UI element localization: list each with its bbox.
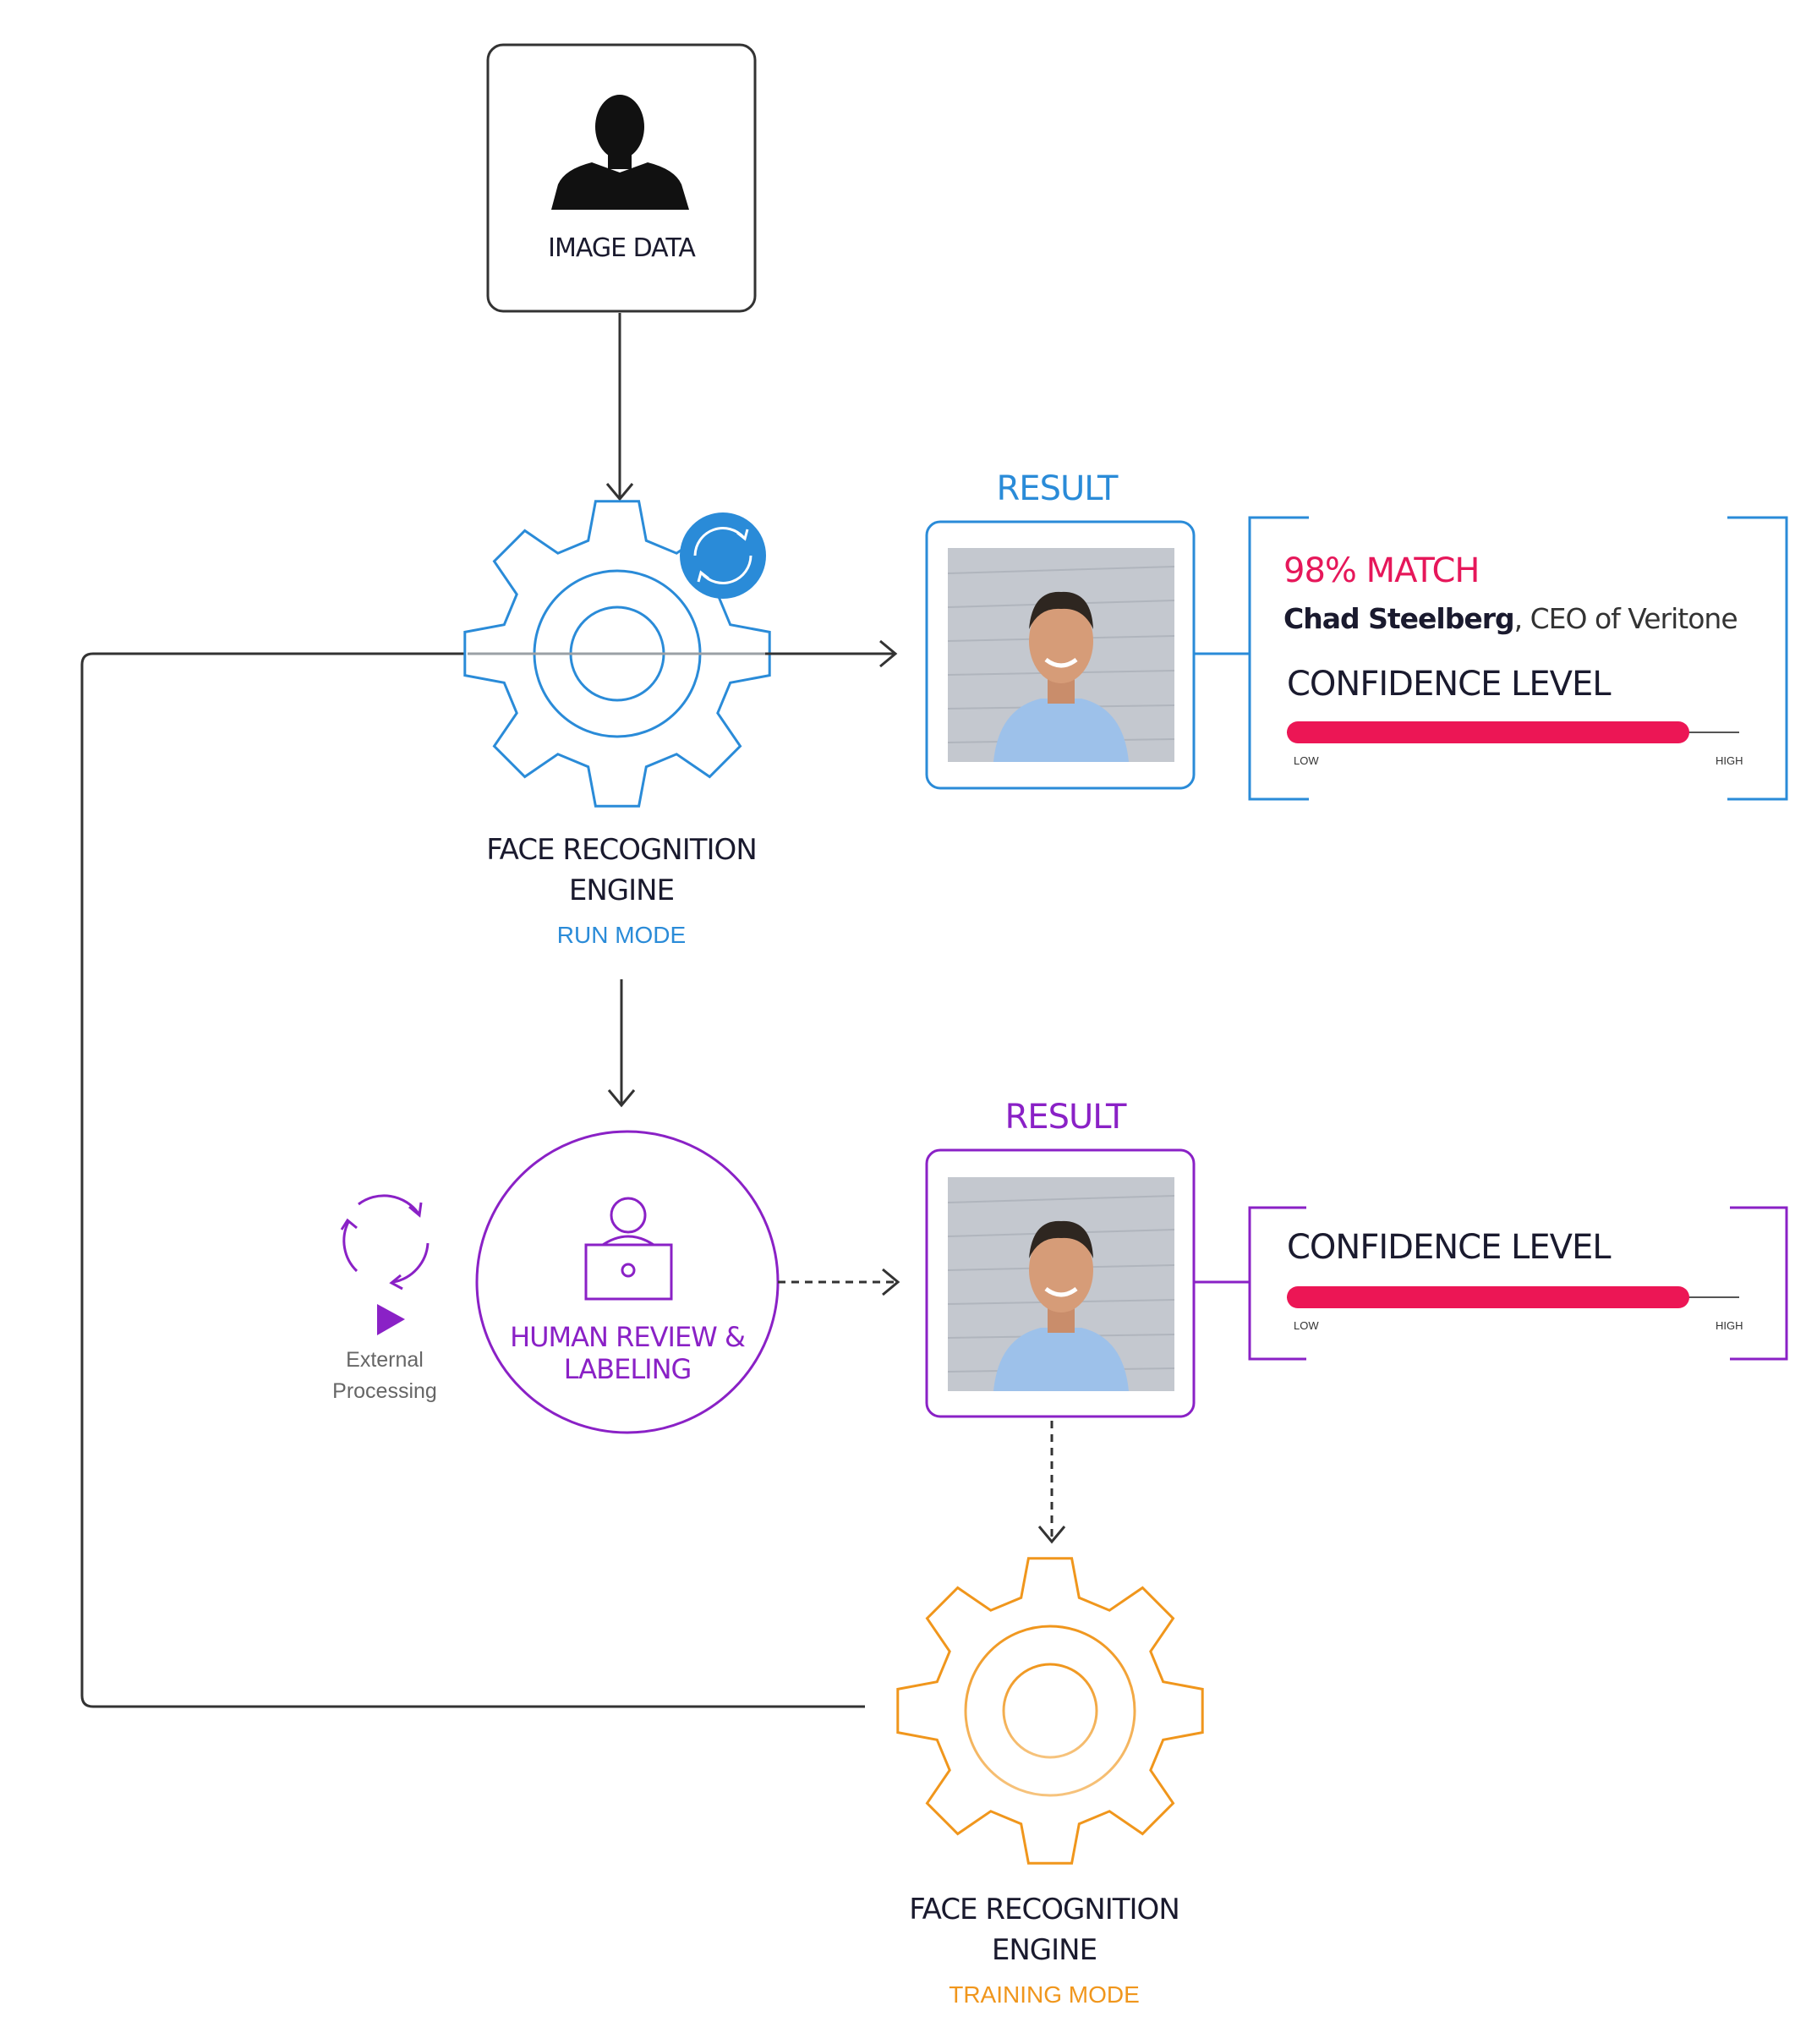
arrow-input-to-engine (605, 313, 634, 501)
training-mode-label: TRAINING MODE (949, 1981, 1140, 2008)
sync-icon (680, 512, 766, 599)
review-confidence-bar (1287, 1286, 1690, 1308)
run-result-bracket-right (1727, 516, 1788, 801)
run-confidence-bar (1287, 721, 1690, 743)
run-result-photo (948, 548, 1174, 762)
person-silhouette-icon (551, 95, 689, 210)
play-icon (377, 1304, 405, 1335)
review-confidence-label: CONFIDENCE LEVEL (1287, 1228, 1612, 1267)
review-result-photo (948, 1177, 1174, 1391)
feedback-loop-line (80, 652, 865, 1708)
review-confidence-low: LOW (1294, 1319, 1319, 1332)
person-photo (948, 1177, 1174, 1391)
external-line2: Processing (332, 1379, 437, 1403)
review-result-bracket-right (1730, 1206, 1788, 1361)
cycle-icon (340, 1194, 430, 1291)
person-photo (948, 548, 1174, 762)
run-confidence-high: HIGH (1716, 754, 1743, 767)
person-title: , CEO of Veritone (1513, 602, 1738, 635)
run-confidence-low: LOW (1294, 754, 1319, 767)
human-review-label-line1: HUMAN REVIEW & (510, 1321, 746, 1353)
review-result-heading: RESULT (1004, 1098, 1127, 1137)
run-engine-title-line1: FACE RECOGNITION (486, 833, 758, 867)
training-engine-title-line2: ENGINE (991, 1933, 1097, 1967)
match-percentage: 98% MATCH (1283, 551, 1480, 590)
external-processing-label: External Processing (313, 1345, 457, 1407)
human-review-label-line2: LABELING (563, 1353, 692, 1385)
review-result-bracket-left (1248, 1206, 1306, 1361)
run-confidence-label: CONFIDENCE LEVEL (1287, 665, 1612, 704)
person-laptop-icon (584, 1197, 673, 1301)
arrow-engine-to-review (607, 979, 636, 1108)
match-person: Chad Steelberg, CEO of Veritone (1283, 602, 1738, 635)
arrow-review-to-result (778, 1268, 900, 1296)
gear-icon (896, 1557, 1204, 1865)
training-engine-title-line1: FACE RECOGNITION (909, 1893, 1180, 1926)
review-confidence-high: HIGH (1716, 1319, 1743, 1332)
run-result-bracket-left (1248, 516, 1309, 801)
run-mode-label: RUN MODE (556, 922, 687, 948)
image-data-label: IMAGE DATA (548, 233, 696, 263)
external-line1: External (346, 1348, 424, 1372)
arrow-result-to-training (1037, 1421, 1066, 1544)
person-name: Chad Steelberg (1283, 602, 1515, 635)
run-result-heading: RESULT (996, 469, 1119, 508)
run-engine-title-line2: ENGINE (568, 874, 675, 907)
arrow-engine-to-result (468, 639, 898, 668)
